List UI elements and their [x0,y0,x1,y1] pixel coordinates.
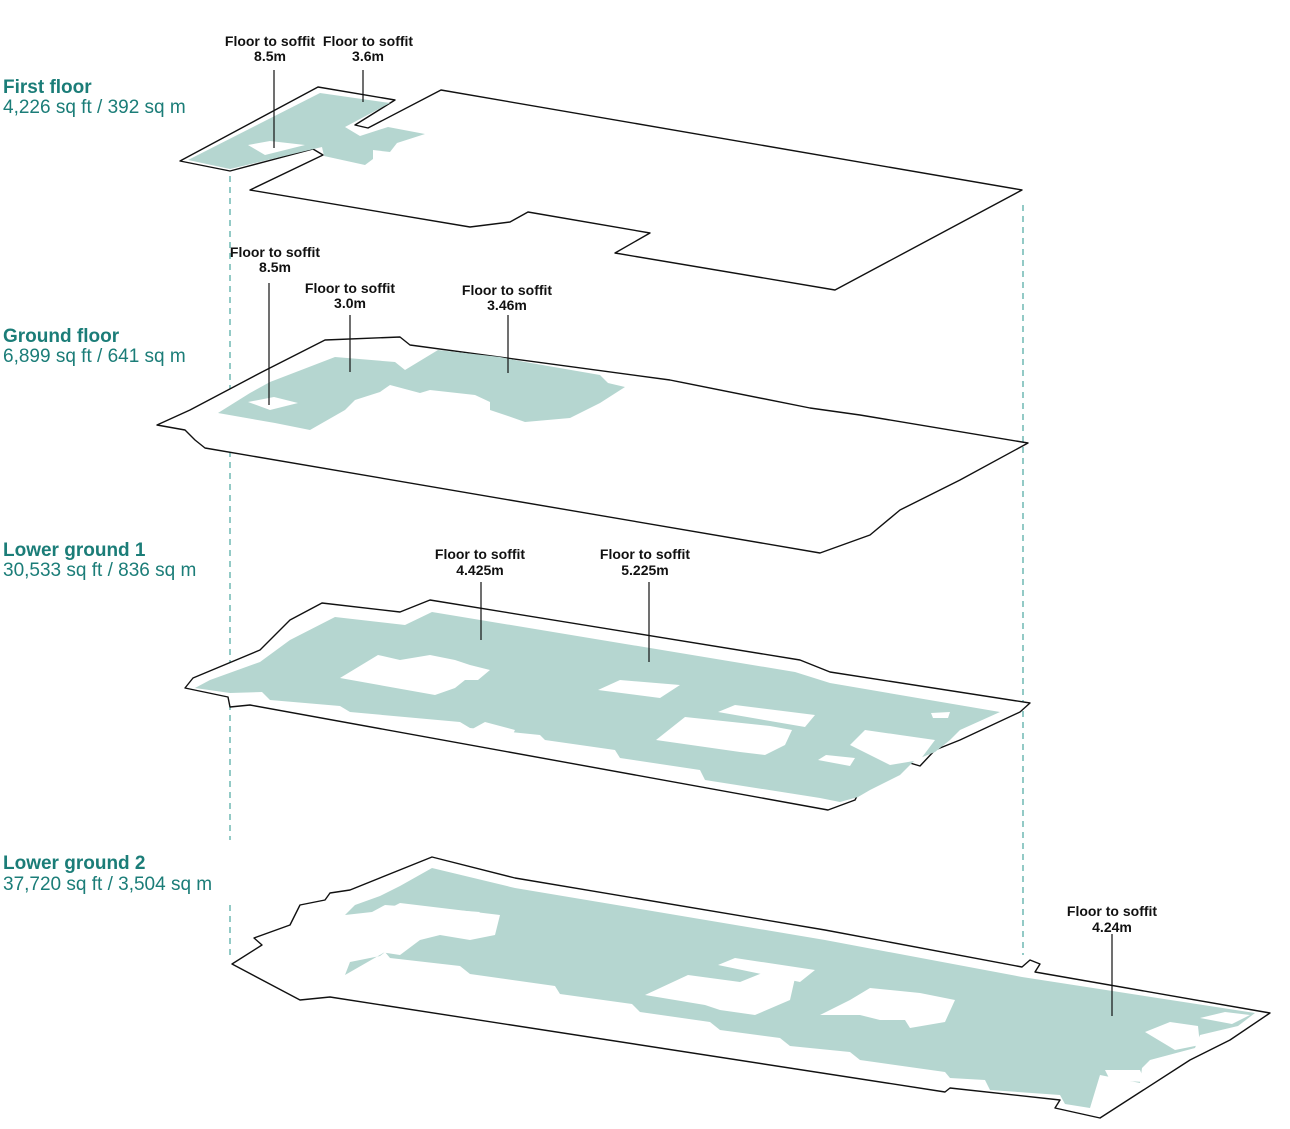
floor-area: 37,720 sq ft / 3,504 sq m [3,874,212,895]
callout-value: 3.46m [487,297,527,313]
void [340,655,490,695]
floor-area: 4,226 sq ft / 392 sq m [3,97,186,118]
zone-fill [218,350,625,430]
callout-ground-a: Floor to soffit 8.5m [230,244,321,275]
floor-heading-first: First floor 4,226 sq ft / 392 sq m [3,77,186,118]
floor-area: 6,899 sq ft / 641 sq m [3,346,186,367]
void [850,730,935,765]
floor-name: First floor [3,77,92,98]
callout-label: Floor to soffit [1067,903,1158,919]
void [598,680,680,698]
callout-value: 8.5m [259,259,291,275]
callout-first-a: Floor to soffit 8.5m [225,33,316,64]
zone-fill [188,93,425,169]
void [820,988,955,1028]
callout-value: 4.425m [456,562,503,578]
callout-lg1-b: Floor to soffit 5.225m [600,546,691,578]
plate-lower-ground-1 [184,582,1031,811]
callout-value: 5.225m [621,562,668,578]
void [818,755,855,766]
callout-label: Floor to soffit [305,280,396,296]
alignment-guides [229,165,1024,955]
floor-heading-lower-ground-1: Lower ground 1 30,533 sq ft / 836 sq m [3,540,196,581]
plate-first-floor [179,70,1023,291]
callout-lg1-a: Floor to soffit 4.425m [435,546,526,578]
callout-value: 4.24m [1092,919,1132,935]
floor-heading-ground: Ground floor 6,899 sq ft / 641 sq m [3,326,186,367]
callout-ground-c: Floor to soffit 3.46m [462,282,553,313]
floor-area: 30,533 sq ft / 836 sq m [3,560,196,581]
void [645,972,795,1015]
void [248,141,305,155]
callout-ground-b: Floor to soffit 3.0m [305,280,396,311]
void [367,903,500,955]
zone-fill [345,868,1255,1108]
void [656,717,792,755]
callout-first-b: Floor to soffit 3.6m [323,33,414,64]
callout-label: Floor to soffit [225,33,316,49]
callout-label: Floor to soffit [230,244,321,260]
void [718,958,815,982]
void [1105,1070,1145,1082]
void [1145,1022,1200,1050]
void [248,397,298,410]
void [1200,1012,1250,1024]
plate-outline [156,336,1029,554]
callout-value: 3.0m [334,295,366,311]
callout-label: Floor to soffit [435,546,526,562]
callout-value: 3.6m [352,48,384,64]
floor-name: Ground floor [3,326,120,347]
callout-value: 8.5m [254,48,286,64]
callout-label: Floor to soffit [600,546,691,562]
void [931,712,950,718]
floor-name: Lower ground 2 [3,853,146,874]
void [465,722,515,740]
plate-lower-ground-2 [231,856,1271,1119]
floor-name: Lower ground 1 [3,540,146,561]
callout-label: Floor to soffit [323,33,414,49]
callout-label: Floor to soffit [462,282,553,298]
void [718,705,815,727]
plate-ground-floor [156,283,1029,554]
callout-lg2-a: Floor to soffit 4.24m [1067,903,1158,935]
floor-heading-lower-ground-2: Lower ground 2 37,720 sq ft / 3,504 sq m [3,853,212,895]
